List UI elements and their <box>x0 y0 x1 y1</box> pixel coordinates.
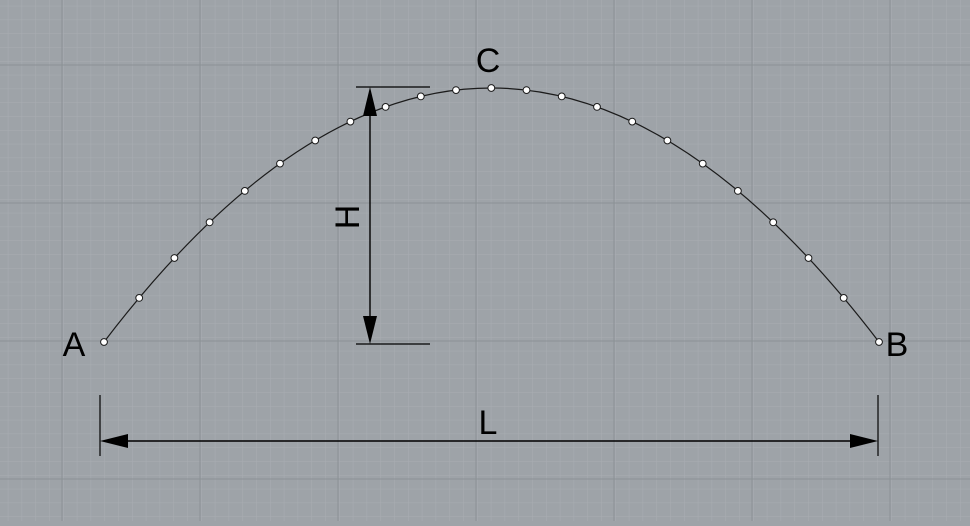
control-point[interactable] <box>557 92 566 101</box>
control-point[interactable] <box>240 187 249 195</box>
point-b-label: B <box>886 326 909 364</box>
control-point[interactable] <box>663 136 672 145</box>
length-arrow-left <box>100 434 128 448</box>
control-point[interactable] <box>487 84 496 92</box>
control-point[interactable] <box>416 92 425 101</box>
height-dimension: H <box>329 86 430 345</box>
control-point[interactable] <box>381 103 390 111</box>
length-dimension: L <box>99 395 879 456</box>
control-point[interactable] <box>839 294 848 302</box>
height-label: H <box>329 205 367 230</box>
control-point[interactable] <box>311 136 320 145</box>
control-point[interactable] <box>522 86 531 94</box>
control-point[interactable] <box>205 218 214 227</box>
control-point[interactable] <box>734 187 742 195</box>
control-point[interactable] <box>875 338 883 346</box>
control-point[interactable] <box>100 338 108 346</box>
control-point[interactable] <box>276 159 284 168</box>
control-point[interactable] <box>135 294 144 302</box>
point-a-label: A <box>63 326 86 364</box>
length-arrow-right <box>850 434 878 448</box>
control-point[interactable] <box>346 117 355 126</box>
control-points <box>100 84 883 346</box>
control-point[interactable] <box>804 254 813 262</box>
control-point[interactable] <box>769 218 778 227</box>
point-c-label: C <box>476 42 501 80</box>
control-point[interactable] <box>698 159 707 168</box>
control-point[interactable] <box>593 103 601 111</box>
control-point[interactable] <box>628 117 637 126</box>
height-arrow-top <box>363 87 377 116</box>
control-point[interactable] <box>452 86 460 94</box>
height-arrow-bottom <box>363 316 377 344</box>
control-point[interactable] <box>170 254 179 262</box>
length-label: L <box>479 404 498 442</box>
